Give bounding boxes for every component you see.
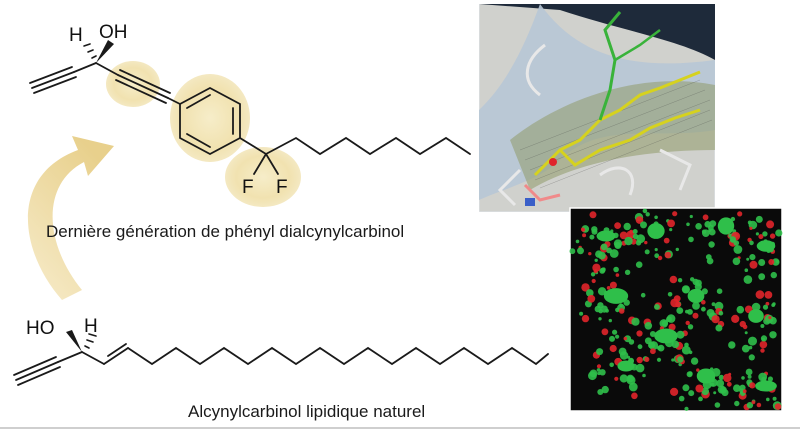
alkyl-chain — [127, 346, 549, 366]
alkyl-chain — [265, 136, 471, 156]
bond — [186, 94, 211, 109]
atom-f-left: F — [242, 177, 254, 198]
atom-h-bottom: H — [84, 316, 98, 337]
bond — [115, 79, 167, 104]
atom-h-top: H — [69, 25, 83, 46]
bond — [239, 137, 267, 155]
bond — [73, 62, 97, 73]
curved-arrow — [27, 136, 114, 300]
bond — [119, 69, 171, 94]
bond — [186, 133, 211, 148]
highlight-regions — [106, 61, 301, 207]
hash-bond — [83, 43, 97, 59]
bottom-molecule — [13, 330, 549, 386]
bond — [31, 71, 75, 89]
highlight-cf2 — [225, 147, 301, 207]
highlight-ring — [170, 74, 250, 162]
top-molecule — [29, 40, 471, 175]
divider — [0, 427, 800, 429]
atom-f-right: F — [276, 177, 288, 198]
highlight-alkyne — [106, 61, 160, 107]
docking-model-image — [478, 3, 716, 213]
hash-bond — [84, 333, 97, 349]
bond — [253, 153, 267, 175]
bond — [167, 97, 181, 105]
bond — [29, 66, 73, 84]
bond — [117, 74, 169, 99]
caption-top: Dernière génération de phényl dialcynylc… — [46, 222, 405, 241]
bond — [107, 343, 127, 357]
bond — [265, 153, 279, 175]
atom-ho-bottom: HO — [26, 318, 55, 339]
bond — [13, 356, 57, 376]
caption-bottom: Alcynylcarbinol lipidique naturel — [188, 402, 426, 421]
bond — [95, 62, 119, 76]
atom-oh-top: OH — [99, 22, 128, 43]
bond — [81, 351, 105, 365]
wedge-bond — [66, 330, 82, 352]
bond — [17, 366, 61, 386]
fluorescence-microscopy-image — [569, 207, 783, 412]
bond — [15, 361, 59, 381]
bond — [33, 76, 77, 94]
bond — [103, 347, 129, 365]
bond — [57, 351, 83, 363]
wedge-bond — [96, 40, 114, 63]
